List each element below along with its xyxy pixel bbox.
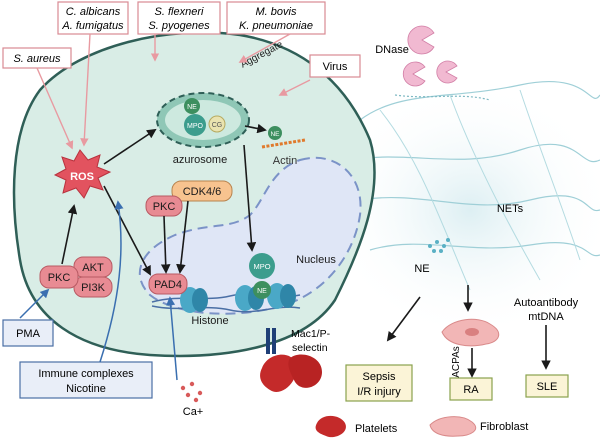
mac1-label-1: Mac1/P- (291, 328, 331, 340)
blue-arrows (19, 200, 178, 381)
autoantibody-label-1: Autoantibody (514, 297, 579, 309)
ne-granule (184, 98, 200, 114)
pkc-lower-label: PKC (48, 272, 71, 284)
dnase-icons (402, 25, 458, 87)
ros-label: ROS (70, 171, 94, 183)
immune-label-2: Nicotine (66, 383, 106, 395)
immune-label-1: Immune complexes (38, 368, 134, 380)
legend-fibroblast-icon (429, 416, 477, 437)
stimulus-virus-label: Virus (323, 61, 348, 73)
stimulus-mb-label: M. bovis (256, 6, 297, 18)
ra-label: RA (463, 384, 479, 396)
pma-label: PMA (16, 328, 41, 340)
sepsis-box (345, 364, 413, 402)
histone-6 (280, 284, 296, 308)
stimulus-af-label: A. fumigatus (61, 20, 124, 32)
cg-granule (208, 115, 226, 133)
cdk-box (171, 180, 233, 202)
cdk-label: CDK4/6 (183, 186, 222, 198)
legend-platelet-icon (315, 415, 346, 438)
histone-2 (192, 288, 208, 312)
stimulus-s-aureus-label: S. aureus (13, 53, 61, 65)
cell-platelet-1 (260, 354, 297, 392)
stimulus-virus (309, 54, 361, 78)
fibroblast-nucleus (465, 328, 479, 336)
chromatin-mpo-label: MPO (253, 262, 270, 271)
pi3k-label: PI3K (81, 282, 106, 294)
dnase-label: DNase (375, 44, 409, 56)
ra-box (449, 377, 493, 401)
cell-platelet-2 (288, 354, 322, 388)
cg-granule-label: CG (212, 122, 223, 129)
stimulus-sf-label: S. flexneri (155, 6, 204, 18)
pkc-upper-label: PKC (153, 201, 176, 213)
right-arrows (386, 285, 551, 378)
chromatin-ne (253, 281, 271, 299)
stimulus-sp-label: S. pyogenes (148, 20, 210, 32)
actin-ne-label: NE (270, 131, 280, 138)
immune-box (19, 361, 153, 399)
actin-filament (261, 138, 306, 149)
calcium-ions (180, 381, 203, 403)
sepsis-label-2: I/R injury (357, 386, 401, 398)
acpas-label: ACPAs (451, 346, 462, 378)
autoantibody-label-2: mtDNA (528, 311, 564, 323)
stimulus-kp-label: K. pneumoniae (239, 20, 313, 32)
akt-label: AKT (82, 262, 104, 274)
ros-starburst (53, 149, 112, 199)
sle-box (525, 374, 569, 398)
azurosome-label: azurosome (173, 154, 227, 166)
ne-right-label: NE (414, 263, 429, 275)
mac1-label-2: selectin (292, 342, 328, 354)
pathway-arrows (61, 123, 267, 276)
calcium-label: Ca+ (183, 406, 204, 418)
pkc-lower-box (39, 265, 79, 289)
nucleus-label: Nucleus (296, 254, 336, 266)
chromatin-ne-label: NE (257, 288, 267, 295)
pad4-box (148, 273, 188, 295)
stimulus-ca-af (57, 1, 129, 35)
histone-label: Histone (191, 315, 228, 327)
stimulus-ca-label: C. albicans (66, 6, 121, 18)
chromatin-mpo (249, 253, 275, 279)
pma-box (2, 319, 54, 347)
sepsis-label-1: Sepsis (362, 371, 396, 383)
ne-particles (428, 238, 450, 253)
nets-label: NETs (497, 203, 524, 215)
pad4-label: PAD4 (154, 279, 182, 291)
stimulus-arrows (36, 33, 311, 150)
nets-web (325, 80, 600, 340)
actin-label: Actin (273, 155, 297, 167)
legend-fibroblast-label: Fibroblast (480, 421, 528, 433)
stimulus-mb-kp (226, 1, 326, 35)
ne-granule-label: NE (187, 104, 197, 111)
stimulus-sf-sp (137, 1, 221, 35)
mpo-granule (184, 114, 206, 136)
sle-label: SLE (537, 381, 558, 393)
mpo-granule-label: MPO (187, 123, 204, 130)
mac1-receptor (266, 328, 276, 354)
actin-ne-granule (268, 126, 282, 140)
legend-platelets-label: Platelets (355, 423, 398, 435)
